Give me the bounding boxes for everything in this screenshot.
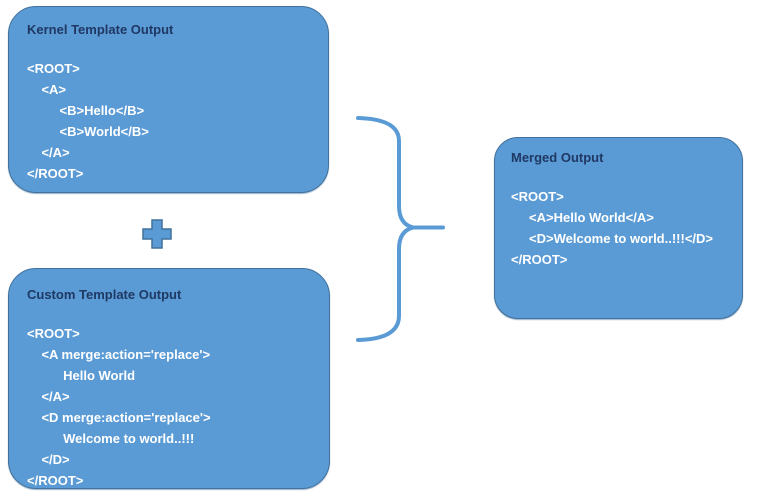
code-line: Hello World [27, 368, 136, 383]
code-line: </ROOT> [27, 166, 84, 181]
custom-template-output-box: Custom Template Output <ROOT> <A merge:a… [8, 268, 330, 489]
merged-output-box: Merged Output <ROOT> <A>Hello World</A> … [494, 137, 743, 319]
code-line: <ROOT> [27, 326, 80, 341]
code-line: </ROOT> [27, 473, 84, 488]
kernel-box-title: Kernel Template Output [27, 22, 174, 37]
plus-icon [142, 219, 172, 249]
code-line: </A> [27, 145, 70, 160]
code-line: </ROOT> [511, 252, 568, 267]
merged-xml-code: <ROOT> <A>Hello World</A> <D>Welcome to … [511, 186, 726, 270]
code-line: <A>Hello World</A> [511, 210, 654, 225]
code-line: <B>Hello</B> [27, 103, 145, 118]
code-line: <D merge:action='replace'> [27, 410, 211, 425]
code-line: <B>World</B> [27, 124, 149, 139]
merged-box-title: Merged Output [511, 150, 604, 165]
kernel-xml-code: <ROOT> <A> <B>Hello</B> <B>World</B> </A… [27, 58, 310, 184]
code-line: </D> [27, 452, 70, 467]
custom-box-title: Custom Template Output [27, 287, 182, 302]
code-line: <A merge:action='replace'> [27, 347, 211, 362]
code-line: </A> [27, 389, 70, 404]
code-line: <ROOT> [511, 189, 564, 204]
right-curly-brace-icon [356, 116, 445, 342]
custom-xml-code: <ROOT> <A merge:action='replace'> Hello … [27, 323, 311, 491]
kernel-template-output-box: Kernel Template Output <ROOT> <A> <B>Hel… [8, 6, 329, 193]
code-line: <A> [27, 82, 67, 97]
code-line: <ROOT> [27, 61, 80, 76]
code-line: Welcome to world..!!! [27, 431, 195, 446]
code-line: <D>Welcome to world..!!!</D> [511, 231, 714, 246]
